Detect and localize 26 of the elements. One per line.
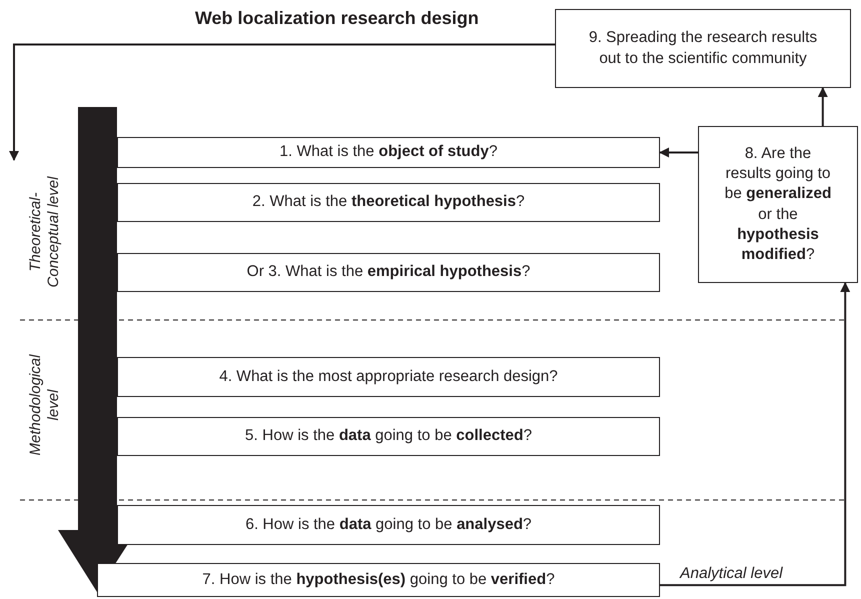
question-box: [117, 417, 660, 456]
arrow: [660, 282, 850, 586]
box-text: 8. Are the results going to be generalized or the hypothesis modified?: [724, 144, 832, 265]
box-text: 9. Spreading the research results out to the scientific community: [588, 28, 818, 68]
arrow: [9, 44, 555, 161]
arrow: [818, 87, 828, 126]
question-box: [117, 253, 660, 292]
question-box: [117, 505, 660, 545]
question-box: [117, 137, 660, 168]
box-text: Or 3. What is the empirical hypothesis?: [246, 262, 530, 282]
question-box: [97, 563, 660, 597]
box-text: 2. What is the theoretical hypothesis?: [252, 192, 525, 212]
question-box: [117, 183, 660, 222]
box-text: 7. How is the hypothesis(es) going to be verified?: [202, 570, 555, 590]
box-text: 4. What is the most appropriate research design?: [219, 366, 558, 387]
level-label: Methodological level: [27, 353, 63, 458]
box-text: 1. What is the object of study?: [280, 142, 498, 162]
question-box: [117, 357, 660, 397]
level-label: Theoretical-Conceptual level: [27, 175, 63, 290]
level-label: Analytical level: [680, 565, 783, 584]
diagram-title: Web localization research design: [195, 8, 479, 30]
question-box: [698, 126, 858, 283]
box-text: 6. How is the data going to be analysed?: [245, 514, 532, 535]
box-text: 5. How is the data going to be collected?: [245, 426, 532, 446]
question-box: [555, 9, 851, 88]
arrow: [659, 148, 698, 158]
